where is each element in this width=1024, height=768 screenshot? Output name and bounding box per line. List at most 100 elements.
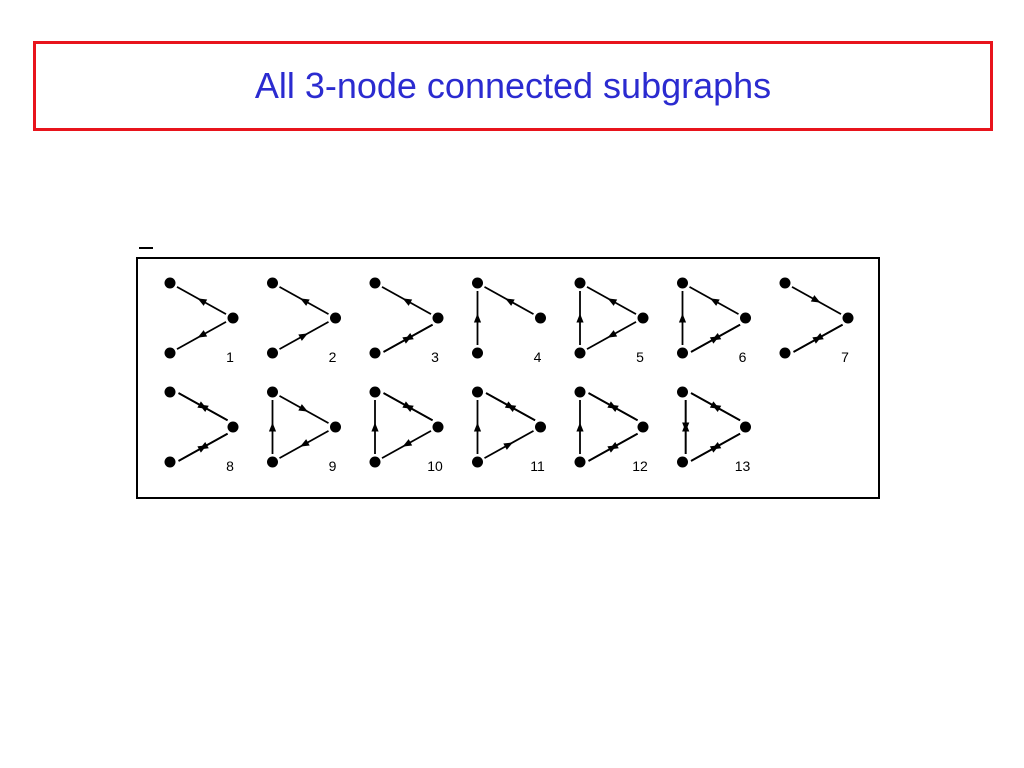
motif-2: 2	[267, 277, 341, 365]
motif-13-arrow-1	[711, 404, 722, 413]
motif-6-node-top-left	[677, 277, 688, 289]
motif-4-arrow-1	[473, 313, 482, 323]
motif-7-node-right	[842, 312, 854, 324]
motif-label: 1	[226, 349, 234, 365]
motif-12-arrow-4	[576, 422, 584, 432]
motif-9-node-bottom-left	[267, 456, 278, 468]
motif-3: 3	[369, 277, 444, 365]
motif-1-node-right	[227, 312, 239, 324]
motif-4: 4	[472, 277, 546, 365]
motif-2-node-top-left	[267, 277, 278, 289]
motif-12-node-top-left	[574, 386, 586, 398]
motif-label: 8	[226, 458, 234, 474]
motif-4-node-right	[535, 312, 546, 324]
motif-1-node-bottom-left	[164, 347, 176, 359]
motif-7-node-bottom-left	[779, 347, 791, 359]
motif-13: 13	[677, 386, 751, 474]
motif-8-node-right	[227, 421, 239, 433]
motif-7-arrow-2	[814, 332, 824, 341]
motif-10-node-top-left	[369, 386, 381, 398]
motif-3-arrow-0	[402, 298, 413, 306]
motif-6-arrow-1	[678, 313, 687, 323]
motif-11-node-top-left	[472, 386, 483, 398]
motif-4-arrow-0	[505, 298, 515, 306]
motif-10-node-right	[432, 421, 444, 433]
motif-figure-frame	[136, 257, 880, 499]
motif-9-node-top-left	[267, 386, 278, 398]
motif-6-arrow-3	[711, 332, 722, 341]
motif-label: 7	[841, 349, 849, 365]
motif-9: 9	[267, 386, 341, 474]
motif-label: 2	[329, 349, 337, 365]
motif-10-arrow-1	[404, 404, 414, 413]
motif-7-arrow-0	[810, 295, 821, 303]
motif-11-node-right	[535, 421, 546, 433]
motif-5-arrow-0	[607, 298, 618, 306]
motif-label: 3	[431, 349, 439, 365]
motif-2-node-bottom-left	[267, 347, 278, 359]
motif-5-node-top-left	[574, 277, 586, 289]
motif-12-node-right	[637, 421, 649, 433]
motif-6-node-right	[740, 312, 751, 324]
motif-2-arrow-1	[298, 333, 308, 341]
motif-12-arrow-3	[609, 441, 619, 450]
motif-7-node-top-left	[779, 277, 791, 289]
motif-label: 13	[735, 458, 751, 474]
motif-1-arrow-1	[197, 330, 208, 338]
motif-13-node-bottom-left	[677, 456, 688, 468]
motif-9-node-right	[330, 421, 341, 433]
motif-8-node-top-left	[164, 386, 176, 398]
motif-11-arrow-1	[506, 404, 517, 413]
motif-6-node-bottom-left	[677, 347, 688, 359]
motif-4-node-top-left	[472, 277, 483, 289]
motif-label: 5	[636, 349, 644, 365]
motif-13-arrow-5	[682, 422, 690, 432]
motif-11-arrow-2	[503, 442, 513, 450]
motif-3-node-right	[432, 312, 444, 324]
motif-10-node-bottom-left	[369, 456, 381, 468]
motif-1: 1	[164, 277, 239, 365]
motif-8-node-bottom-left	[164, 456, 176, 468]
motif-10: 10	[369, 386, 444, 474]
motif-11: 11	[472, 386, 546, 474]
motif-12-arrow-1	[609, 404, 619, 413]
motif-11-arrow-3	[473, 422, 482, 432]
motif-9-arrow-1	[300, 439, 310, 447]
motif-10-arrow-2	[402, 439, 413, 447]
motif-1-arrow-0	[197, 298, 208, 306]
motif-8-arrow-3	[199, 441, 209, 450]
motif-5: 5	[574, 277, 649, 365]
motif-label: 11	[530, 458, 545, 474]
motif-3-node-bottom-left	[369, 347, 381, 359]
motif-5-arrow-2	[607, 330, 618, 338]
motif-6-arrow-0	[710, 298, 720, 306]
motif-5-node-right	[637, 312, 649, 324]
motif-label: 10	[427, 458, 443, 474]
motif-7: 7	[779, 277, 854, 365]
motif-8-arrow-1	[199, 404, 209, 413]
motif-label: 4	[534, 349, 542, 365]
motif-label: 9	[329, 458, 337, 474]
motif-13-arrow-3	[711, 441, 722, 450]
motif-10-arrow-3	[371, 422, 379, 432]
corner-tick-mark	[139, 247, 153, 249]
motif-6: 6	[677, 277, 751, 365]
motif-12: 12	[574, 386, 649, 474]
motif-11-node-bottom-left	[472, 456, 483, 468]
motif-label: 6	[739, 349, 747, 365]
motif-3-node-top-left	[369, 277, 381, 289]
motif-2-node-right	[330, 312, 341, 324]
motif-13-node-right	[740, 421, 751, 433]
motif-12-node-bottom-left	[574, 456, 586, 468]
motif-9-arrow-2	[268, 422, 277, 432]
motif-9-arrow-0	[298, 404, 308, 412]
motif-5-node-bottom-left	[574, 347, 586, 359]
motif-4-node-bottom-left	[472, 347, 483, 359]
slide-title: All 3-node connected subgraphs	[254, 65, 772, 106]
motif-label: 12	[632, 458, 648, 474]
motif-3-arrow-2	[404, 332, 414, 341]
motif-1-node-top-left	[164, 277, 176, 289]
motif-13-node-top-left	[677, 386, 688, 398]
title-box: All 3-node connected subgraphs	[33, 41, 993, 131]
